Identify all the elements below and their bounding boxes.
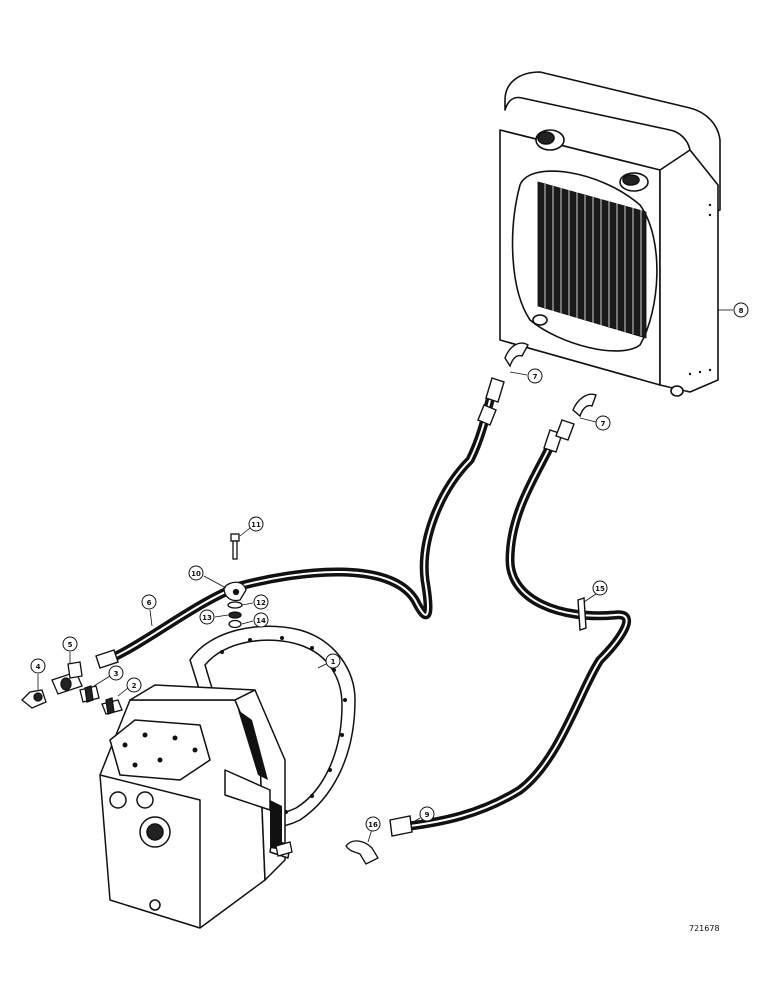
- radiator: [499, 71, 721, 397]
- washer-stack: [227, 601, 243, 629]
- callout-9: 9: [419, 806, 435, 822]
- sender-switch: [21, 689, 47, 709]
- callout-6: 6: [141, 594, 157, 610]
- reference-code: 721678: [689, 924, 720, 933]
- svg-text:10: 10: [191, 570, 201, 578]
- svg-text:7: 7: [601, 420, 606, 428]
- callout-15: 15: [592, 580, 608, 596]
- callout-12: 12: [253, 594, 269, 610]
- svg-text:16: 16: [368, 821, 378, 829]
- svg-text:1: 1: [331, 658, 336, 666]
- fitting: [101, 697, 123, 715]
- svg-text:7: 7: [533, 373, 538, 381]
- nipple: [79, 685, 100, 703]
- svg-text:3: 3: [114, 670, 119, 678]
- svg-text:13: 13: [202, 614, 212, 622]
- callout-16: 16: [365, 816, 381, 832]
- svg-text:9: 9: [425, 811, 430, 819]
- mount-bolt: [275, 841, 293, 857]
- callout-13: 13: [199, 609, 215, 625]
- callout-7a: 7: [527, 368, 543, 384]
- svg-text:15: 15: [595, 585, 605, 593]
- callout-11: 11: [248, 516, 264, 532]
- svg-text:6: 6: [147, 599, 152, 607]
- svg-text:14: 14: [256, 617, 266, 625]
- callout-2: 2: [126, 677, 142, 693]
- callout-4: 4: [30, 658, 46, 674]
- svg-text:5: 5: [68, 641, 73, 649]
- hose-lines: [107, 395, 632, 831]
- hose-fittings: [95, 342, 597, 837]
- svg-text:2: 2: [132, 682, 137, 690]
- callout-14: 14: [253, 612, 269, 628]
- clamp: [223, 581, 247, 602]
- transmission-housing: [99, 625, 356, 929]
- svg-text:8: 8: [739, 307, 744, 315]
- callouts: 1 2 3 4 5 6 7 7 8 9 10 11 12 13 14 15 16: [30, 302, 749, 832]
- bolt: [230, 533, 240, 560]
- callout-8: 8: [733, 302, 749, 318]
- callout-10: 10: [188, 565, 204, 581]
- elbow: [345, 840, 379, 865]
- tee-fitting: [51, 661, 83, 695]
- svg-text:11: 11: [251, 521, 261, 529]
- svg-text:4: 4: [36, 663, 41, 671]
- leader-lines: [37, 309, 733, 843]
- callout-5: 5: [62, 636, 78, 652]
- callout-1: 1: [325, 653, 341, 669]
- svg-text:12: 12: [256, 599, 266, 607]
- callout-3: 3: [108, 665, 124, 681]
- callout-7b: 7: [595, 415, 611, 431]
